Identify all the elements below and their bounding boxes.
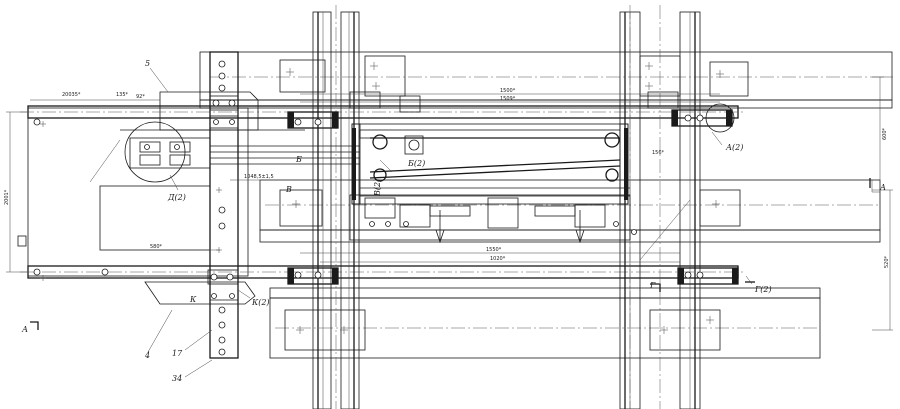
callout-v: В <box>285 185 292 194</box>
leader-lines <box>147 67 753 378</box>
right-dimensions <box>871 76 893 331</box>
callout-b: Б <box>295 155 302 164</box>
dim-580: 580* <box>150 244 163 250</box>
callout-labels: А(2) Б(2) В(2) Г(2) Д(2) К(2) Б В К Г А … <box>21 143 886 334</box>
dim-156: 156* <box>652 150 665 156</box>
rail-left <box>312 5 360 409</box>
central-linkage <box>351 123 630 205</box>
bar-bolts <box>33 114 704 279</box>
position-4: 4 <box>144 351 150 360</box>
bottom-bracket <box>144 269 256 305</box>
dim-600: 600* <box>882 127 888 140</box>
dim-1020: 1020* <box>490 256 506 262</box>
dim-520: 520* <box>884 255 890 268</box>
detail-d-region <box>120 121 360 183</box>
detail-a-circle <box>705 103 735 133</box>
position-numbers: 5 4 17 34 <box>144 59 183 383</box>
callout-a2: А(2) <box>725 143 743 152</box>
callout-g2: Г(2) <box>754 285 772 294</box>
dim-1048: 1048,5±1,5 <box>244 174 274 180</box>
position-5: 5 <box>145 59 150 68</box>
callout-a-left: А <box>21 325 28 334</box>
callout-a-right: А <box>879 183 886 192</box>
horizontal-dimensions <box>30 93 720 263</box>
lower-assembly <box>349 194 637 244</box>
dim-1550: 1550* <box>486 247 502 253</box>
dim-1500: 1500* <box>500 88 516 94</box>
callout-b2: Б(2) <box>407 159 425 168</box>
callout-k: К <box>189 295 197 304</box>
top-bracket <box>159 91 259 131</box>
dimension-texts: 20035* 135* 92* 1500* 1509* 1048,5±1,5 5… <box>4 88 890 268</box>
callout-g: Г <box>649 281 656 290</box>
callout-k2: К(2) <box>251 298 270 307</box>
dim-2001: 2001* <box>4 189 10 205</box>
position-34: 34 <box>172 374 182 383</box>
left-frame <box>17 107 249 277</box>
left-dimensions <box>6 111 28 273</box>
callout-v2: В(2) <box>373 179 382 197</box>
section-markers <box>30 178 871 330</box>
long-bars <box>20 105 745 279</box>
dim-1509: 1509* <box>500 96 516 102</box>
rail-clamps <box>287 109 739 285</box>
plate-bolts <box>218 60 226 356</box>
position-17: 17 <box>172 349 183 358</box>
dim-135: 135* <box>116 92 129 98</box>
callout-d2: Д(2) <box>167 193 186 202</box>
dim-20035: 20035* <box>62 92 81 98</box>
sleeper-plates <box>279 55 749 351</box>
background-frame <box>199 51 893 359</box>
dim-92: 92* <box>136 94 145 100</box>
rail-right <box>619 5 701 409</box>
